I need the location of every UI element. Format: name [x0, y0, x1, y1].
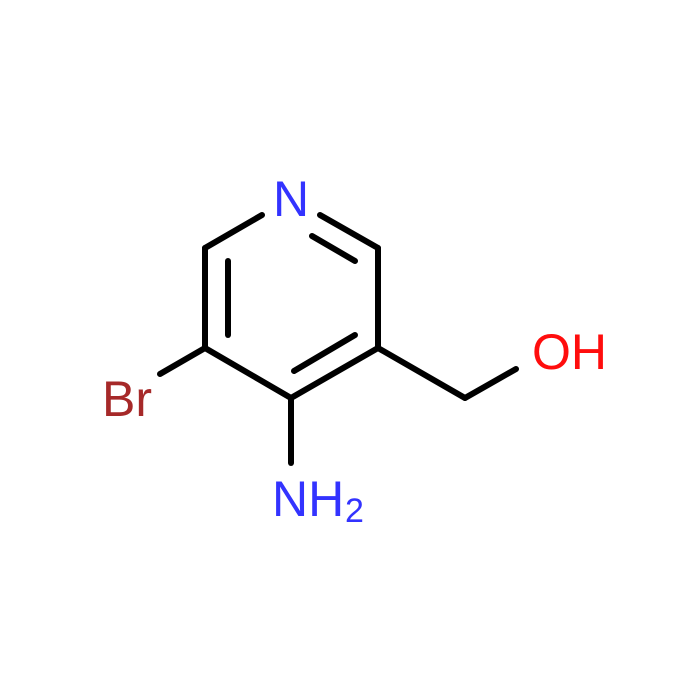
bond-ch2-oh	[462, 366, 519, 401]
bond-n-c2	[202, 212, 265, 251]
bond-c4-c5	[288, 345, 381, 401]
amino-label: NH	[272, 471, 344, 527]
bond-c5-ch2	[375, 345, 468, 401]
bond-c3-c4	[202, 345, 294, 401]
bond-c6-n-inner	[309, 233, 358, 264]
bond-c6-n	[317, 212, 381, 251]
ring-nitrogen-label: N	[273, 171, 309, 227]
bond-c3-br	[157, 345, 208, 377]
hydroxyl-label: OH	[532, 324, 607, 380]
bromine-label: Br	[102, 371, 152, 427]
bond-c4-c5-inner	[291, 332, 358, 374]
amino-subscript-label: 2	[345, 492, 364, 530]
